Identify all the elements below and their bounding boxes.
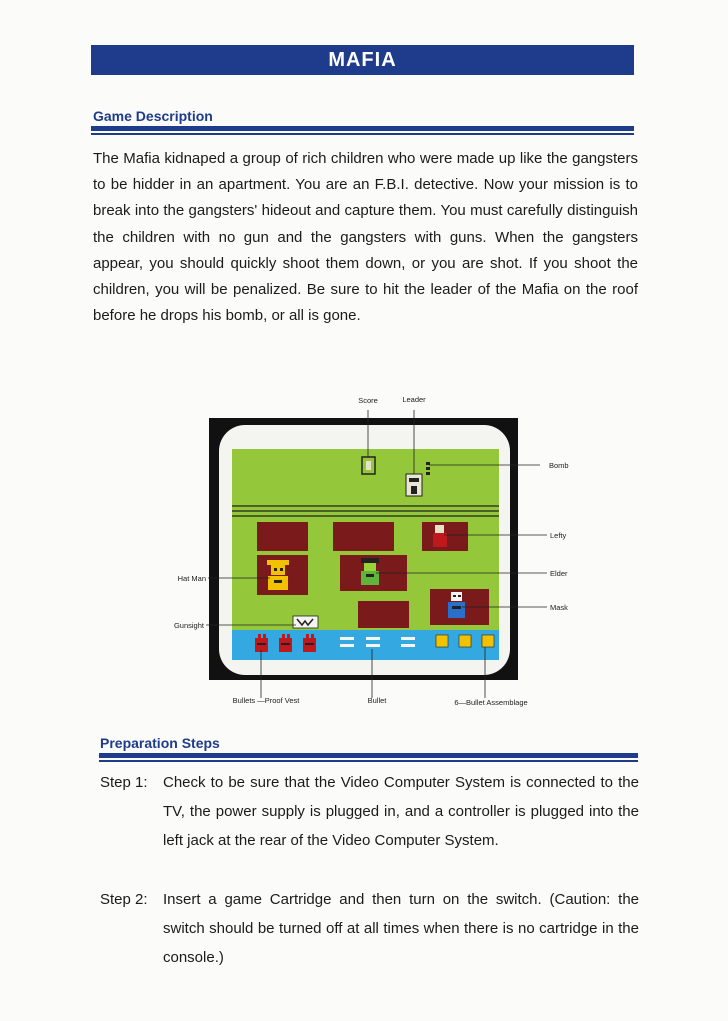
assemblage-icon bbox=[481, 634, 495, 648]
score-box bbox=[361, 456, 376, 475]
vest-icon bbox=[279, 634, 292, 652]
window bbox=[358, 601, 409, 628]
vest-icon bbox=[303, 634, 316, 652]
vest-icon bbox=[255, 634, 268, 652]
step-text: Check to be sure that the Video Computer… bbox=[163, 774, 639, 849]
page-title: MAFIA bbox=[91, 45, 634, 75]
label-elder: Elder bbox=[550, 569, 568, 578]
leader-sprite bbox=[405, 473, 423, 497]
bullet-icon bbox=[366, 637, 380, 647]
heading-rule bbox=[91, 126, 634, 131]
status-bar bbox=[232, 630, 499, 660]
label-score: Score bbox=[358, 396, 378, 405]
bullet-icon bbox=[340, 637, 354, 647]
label-bullet: Bullet bbox=[368, 696, 388, 705]
label-vest: Bullets —Proof Vest bbox=[233, 696, 301, 705]
window bbox=[257, 522, 308, 551]
heading-rule-thin bbox=[91, 133, 634, 135]
lefty-sprite bbox=[433, 525, 447, 547]
label-lefty: Lefty bbox=[550, 531, 567, 540]
label-assemblage: 6—Bullet Assemblage bbox=[454, 698, 527, 707]
preparation-heading: Preparation Steps bbox=[100, 735, 220, 751]
label-bomb: Bomb bbox=[549, 461, 569, 470]
heading-rule bbox=[99, 753, 638, 758]
label-hat-man: Hat Man bbox=[178, 574, 206, 583]
label-gunsight: Gunsight bbox=[174, 621, 205, 630]
game-description-heading: Game Description bbox=[93, 108, 213, 124]
bullet-icon bbox=[401, 637, 415, 647]
window bbox=[333, 522, 394, 551]
elder-sprite bbox=[361, 558, 379, 585]
bomb-sprite bbox=[426, 462, 430, 475]
hat-man-sprite bbox=[267, 560, 289, 590]
heading-rule-thin bbox=[99, 760, 638, 762]
step-label: Step 1: bbox=[100, 774, 148, 791]
mask-sprite bbox=[448, 592, 465, 618]
assemblage-icon bbox=[435, 634, 449, 648]
step-item: Step 2: Insert a game Cartridge and then… bbox=[100, 885, 640, 975]
assemblage-icon bbox=[458, 634, 472, 648]
gunsight-sprite bbox=[292, 615, 319, 629]
game-description-text: The Mafia kidnaped a group of rich child… bbox=[93, 150, 638, 325]
step-item: Step 1: Check to be sure that the Video … bbox=[100, 768, 640, 888]
game-screen-diagram: Score Leader Bomb Lefty Elder Mask Hat M… bbox=[150, 392, 600, 712]
label-mask: Mask bbox=[550, 603, 568, 612]
step-label: Step 2: bbox=[100, 891, 148, 908]
step-text: Insert a game Cartridge and then turn on… bbox=[163, 891, 639, 966]
label-leader: Leader bbox=[402, 395, 426, 404]
